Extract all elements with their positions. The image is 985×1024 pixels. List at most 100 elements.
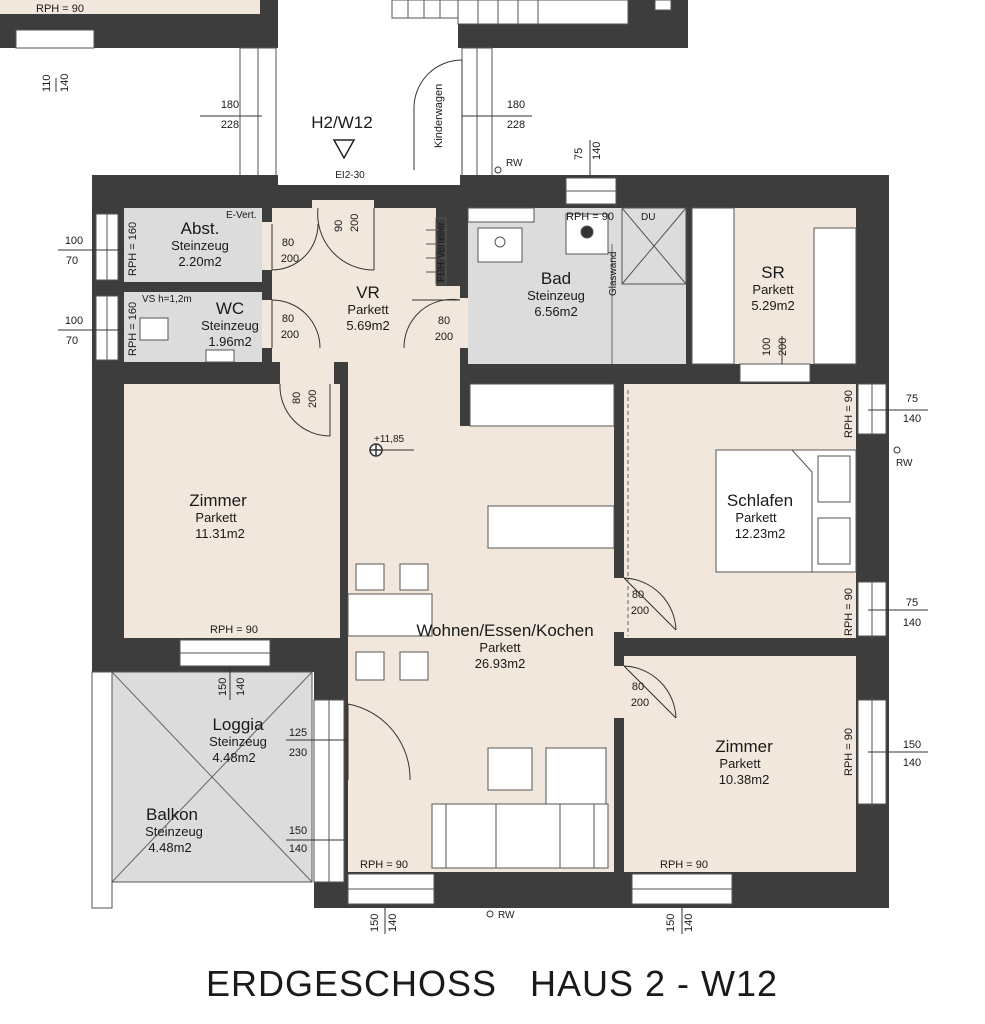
rph-wc: RPH = 160 xyxy=(127,302,139,356)
dim-140-zimmer2: 140 xyxy=(903,757,921,769)
dim-140-bottom-2: 140 xyxy=(683,914,695,932)
rph-abst: RPH = 160 xyxy=(127,222,139,276)
room-floor-zimmer2: Parkett xyxy=(719,756,761,771)
vs-label: VS h=1,2m xyxy=(142,294,192,305)
dim-200-sr: 200 xyxy=(777,338,789,356)
room-name-wohnen: Wohnen/Essen/Kochen xyxy=(416,621,593,640)
room-floor-wohnen: Parkett xyxy=(479,640,521,655)
dim-125-loggia: 125 xyxy=(289,727,307,739)
e-vert-label: E-Vert. xyxy=(226,210,257,221)
floor-vr xyxy=(272,208,460,362)
room-floor-schlafen: Parkett xyxy=(735,510,777,525)
room-floor-wc: Steinzeug xyxy=(201,318,259,333)
dim-200-bad-door: 200 xyxy=(435,331,453,343)
room-name-zimmer1: Zimmer xyxy=(189,491,247,510)
rw-label-right: RW xyxy=(896,458,913,469)
dim-180-left: 180 xyxy=(221,99,239,111)
rph-zimmer2: RPH = 90 xyxy=(660,859,708,871)
dim-140-schlafen-1: 140 xyxy=(903,413,921,425)
room-area-wc: 1.96m2 xyxy=(208,334,251,349)
dim-140-balkon: 140 xyxy=(289,843,307,855)
room-area-schlafen: 12.23m2 xyxy=(735,526,786,541)
room-area-sr: 5.29m2 xyxy=(751,298,794,313)
rph-schlafen-1: RPH = 90 xyxy=(843,390,855,438)
dim-80-zimmer2-door: 80 xyxy=(632,681,644,693)
room-floor-abst: Steinzeug xyxy=(171,238,229,253)
fbh-label: FBH-Verteiler xyxy=(436,221,447,282)
dim-140-bottom-1: 140 xyxy=(387,914,399,932)
dim-75-schlafen-2: 75 xyxy=(906,597,918,609)
rph-bad: RPH = 90 xyxy=(566,211,614,223)
room-floor-zimmer1: Parkett xyxy=(195,510,237,525)
room-floor-loggia: Steinzeug xyxy=(209,734,267,749)
dim-80-bad-door: 80 xyxy=(438,315,450,327)
dim-150-zimmer1: 150 xyxy=(217,678,229,696)
level-marker xyxy=(369,443,414,457)
dim-150-bottom-1: 150 xyxy=(369,914,381,932)
room-area-abst: 2.20m2 xyxy=(178,254,221,269)
room-name-schlafen: Schlafen xyxy=(727,491,793,510)
room-name-sr: SR xyxy=(761,263,785,282)
dim-150-bottom-2: 150 xyxy=(665,914,677,932)
dim-80-zimmer-door: 80 xyxy=(291,392,303,404)
dim-80-schlafen-door: 80 xyxy=(632,589,644,601)
room-name-wc: WC xyxy=(216,299,244,318)
room-name-vr: VR xyxy=(356,283,380,302)
dim-70-wc: 70 xyxy=(66,335,78,347)
room-area-zimmer2: 10.38m2 xyxy=(719,772,770,787)
dim-150-zimmer2: 150 xyxy=(903,739,921,751)
neighbour-structure xyxy=(0,0,688,179)
room-name-abst: Abst. xyxy=(181,219,220,238)
dim-80-abst-door: 80 xyxy=(282,237,294,249)
dim-150-balkon: 150 xyxy=(289,825,307,837)
dim-140-schlafen-2: 140 xyxy=(903,617,921,629)
dim-70-abst: 70 xyxy=(66,255,78,267)
dim-200-wc-door: 200 xyxy=(281,329,299,341)
level-label: +11,85 xyxy=(374,434,405,445)
dim-75-schlafen-1: 75 xyxy=(906,393,918,405)
rw-label-top: RW xyxy=(506,158,523,169)
rph-schlafen-2: RPH = 90 xyxy=(843,588,855,636)
entrance-label: H2/W12 xyxy=(311,113,372,132)
room-name-zimmer2: Zimmer xyxy=(715,737,773,756)
dim-75-top: 75 xyxy=(573,148,585,160)
room-name-balkon: Balkon xyxy=(146,805,198,824)
room-area-bad: 6.56m2 xyxy=(534,304,577,319)
dim-200-zimmer-door: 200 xyxy=(307,390,319,408)
door-swings xyxy=(271,59,677,781)
room-floor-bad: Steinzeug xyxy=(527,288,585,303)
glaswand-label: Glaswand xyxy=(608,252,619,296)
furniture xyxy=(139,207,857,869)
dim-140-zimmer1: 140 xyxy=(235,678,247,696)
dim-200-schlafen-door: 200 xyxy=(631,605,649,617)
dim-200-zimmer2-door: 200 xyxy=(631,697,649,709)
room-floor-balkon: Steinzeug xyxy=(145,824,203,839)
room-area-zimmer1: 11.31m2 xyxy=(195,526,245,541)
dimension-lines xyxy=(55,78,928,934)
stroller-label: Kinderwagen xyxy=(433,84,445,148)
plan-title: ERDGESCHOSS HAUS 2 - W12 xyxy=(206,963,778,1004)
room-area-balkon: 4.48m2 xyxy=(148,840,191,855)
room-area-wohnen: 26.93m2 xyxy=(475,656,526,671)
entrance-arrow-icon xyxy=(332,139,356,160)
door-class-label: EI2-30 xyxy=(335,170,365,181)
room-area-vr: 5.69m2 xyxy=(346,318,389,333)
room-floor-sr: Parkett xyxy=(752,282,794,297)
dim-200-vr: 200 xyxy=(349,214,361,232)
room-floor-vr: Parkett xyxy=(347,302,389,317)
door-openings xyxy=(262,200,624,718)
room-area-loggia: 4.48m2 xyxy=(212,750,255,765)
rph-top-left: RPH = 90 xyxy=(36,3,84,15)
dim-140-top: 140 xyxy=(59,74,71,92)
dim-230-loggia: 230 xyxy=(289,747,307,759)
dim-100-abst: 100 xyxy=(65,235,83,247)
dim-200-abst-door: 200 xyxy=(281,253,299,265)
dim-180-right: 180 xyxy=(507,99,525,111)
floor-zimmer1 xyxy=(124,384,340,638)
du-label: DU xyxy=(641,212,655,223)
dim-90-vr: 90 xyxy=(333,220,345,232)
dim-228-right: 228 xyxy=(507,119,525,131)
dim-110: 110 xyxy=(41,74,53,92)
windows xyxy=(95,177,887,905)
